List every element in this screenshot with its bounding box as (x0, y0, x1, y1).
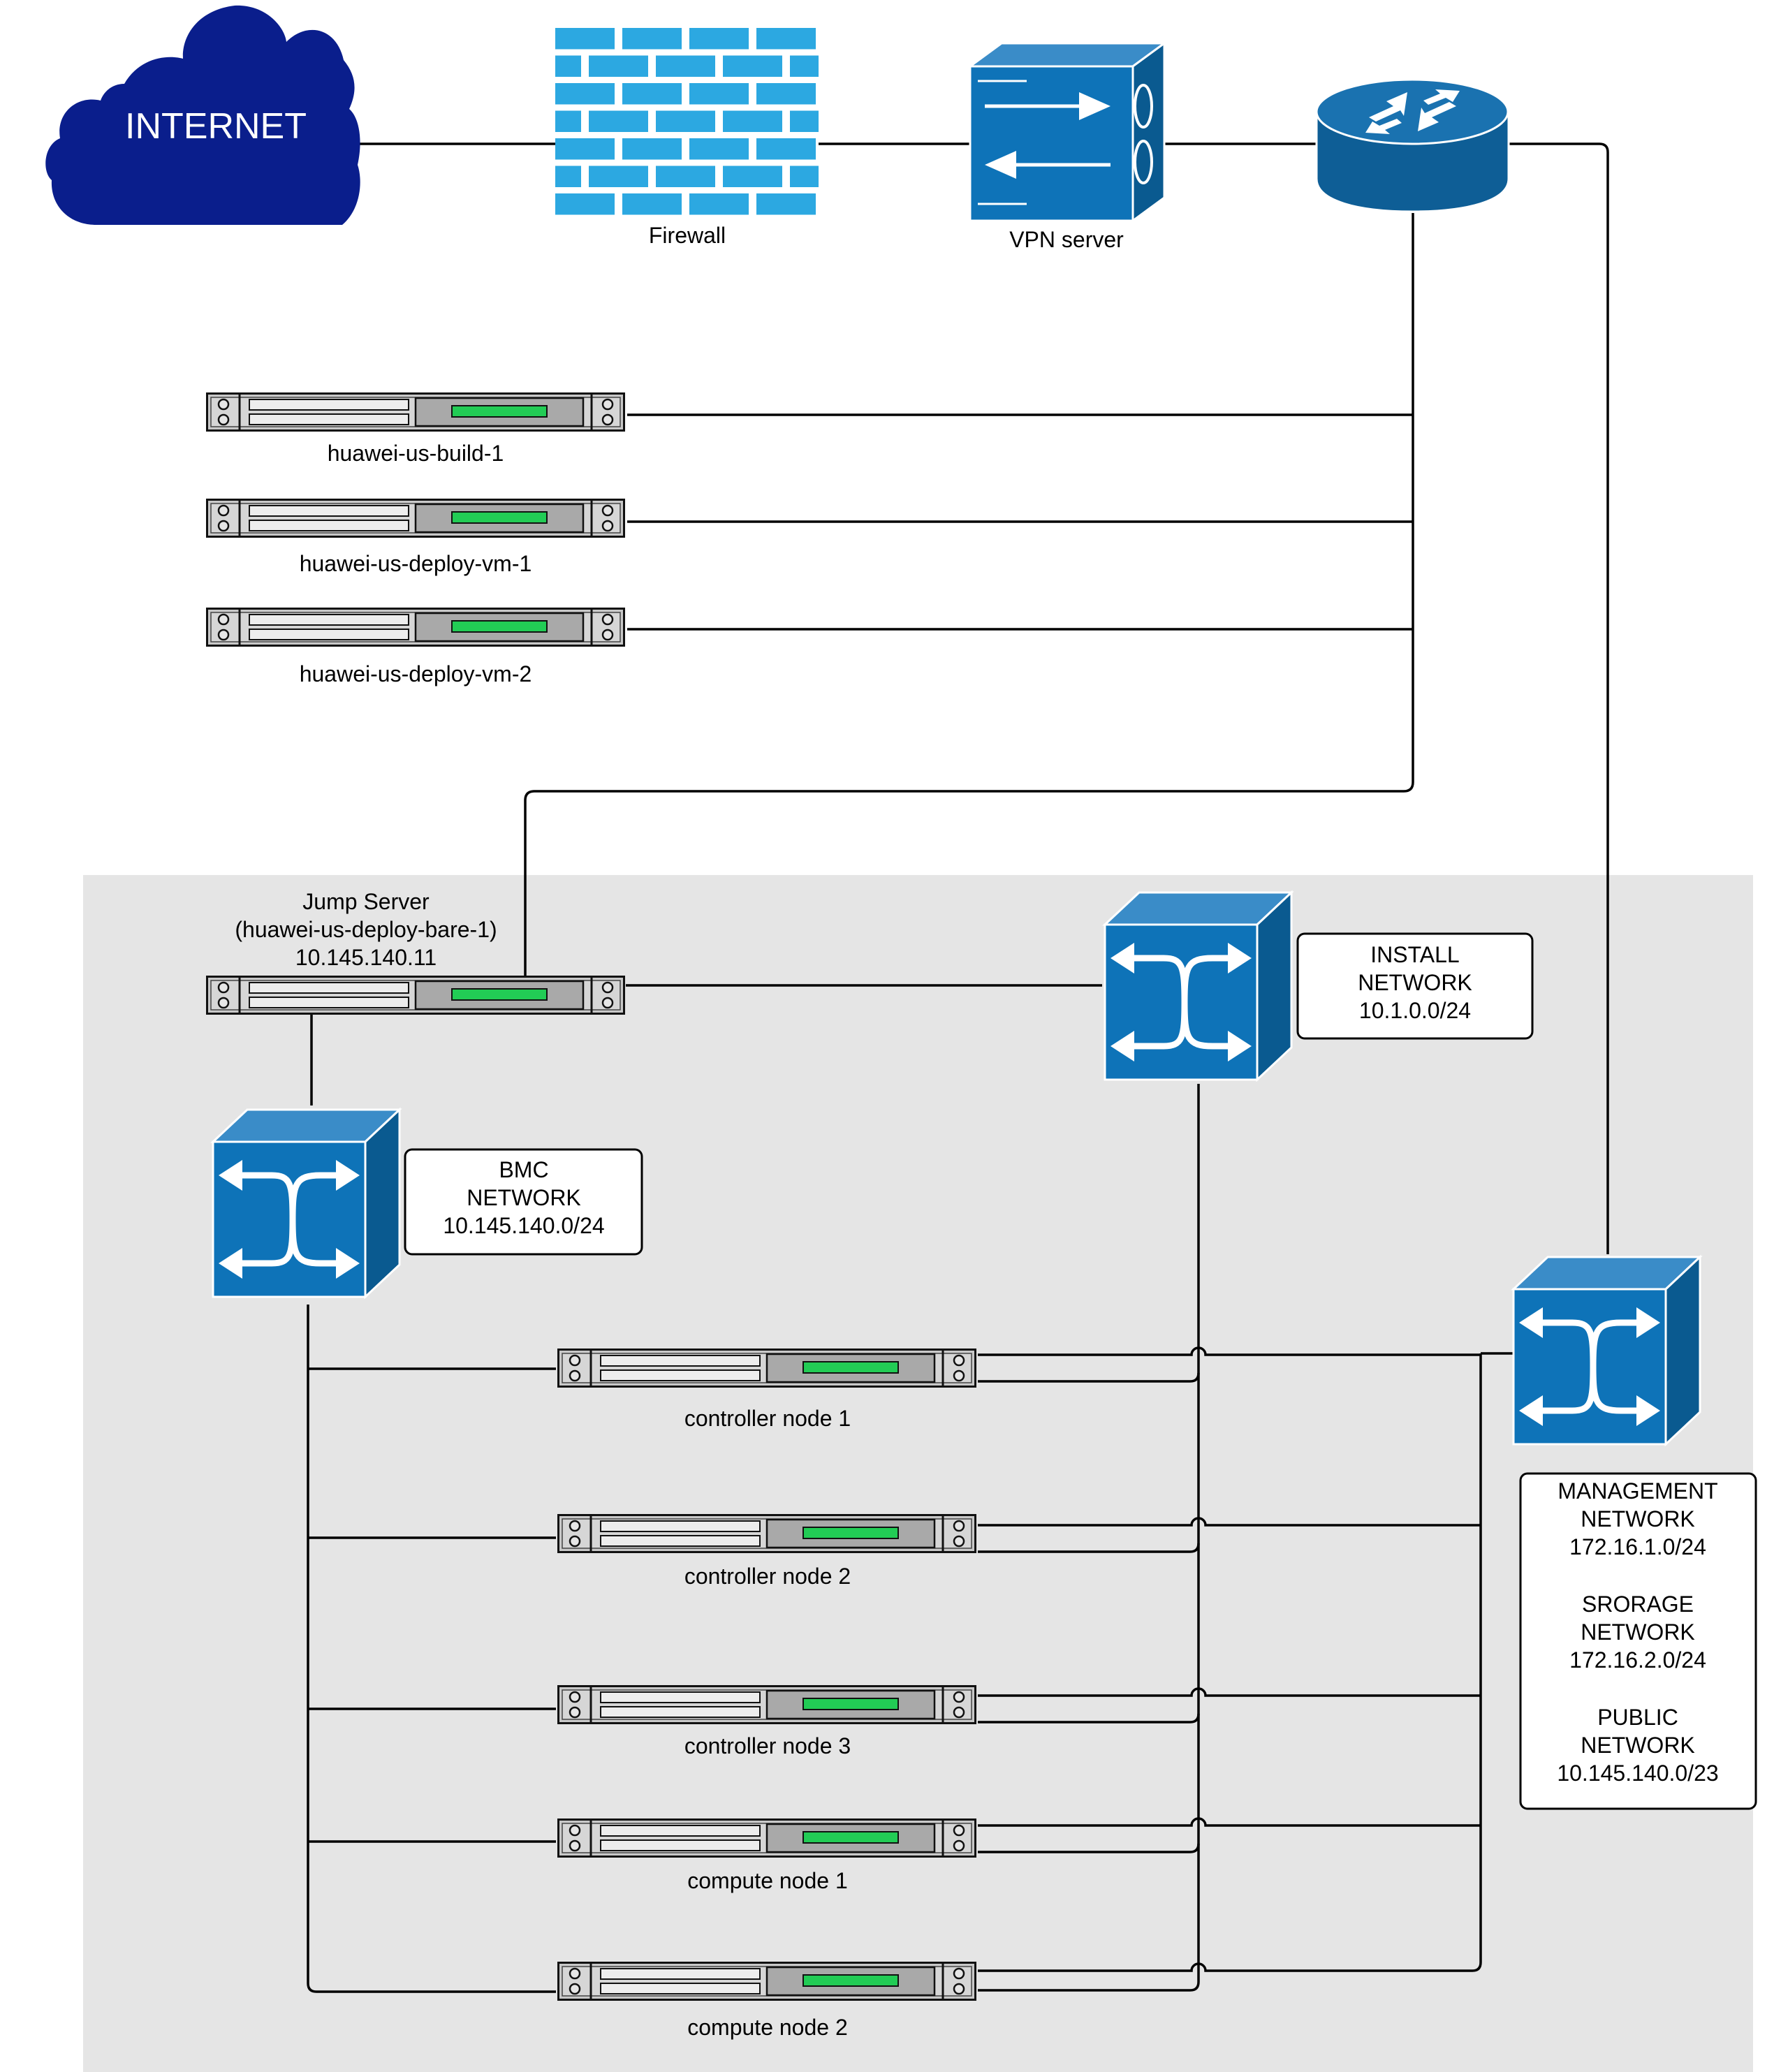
rack-server-icon (557, 1962, 977, 2001)
controller-node-2: controller node 2 (557, 1514, 977, 1589)
storage-network-kind: NETWORK (1581, 1619, 1695, 1645)
rack-server-icon (205, 608, 626, 647)
switch-icon (1105, 892, 1291, 1080)
management-network-kind: NETWORK (1581, 1506, 1695, 1531)
brick (622, 83, 682, 105)
internet-label: INTERNET (125, 106, 307, 147)
cloud-icon (45, 5, 360, 226)
node-label: compute node 2 (687, 2015, 848, 2040)
jump-server: Jump Server (huawei-us-deploy-bare-1) 10… (205, 889, 626, 1015)
install-network-cidr: 10.1.0.0/24 (1359, 998, 1471, 1023)
brick (622, 28, 682, 50)
jump-server-hostname: (huawei-us-deploy-bare-1) (235, 917, 497, 942)
rack-server-icon (205, 976, 626, 1015)
public-network-name: PUBLIC (1597, 1705, 1678, 1730)
brick (790, 55, 819, 77)
brick (756, 193, 816, 215)
rack-server-icon (557, 1514, 977, 1553)
brick (723, 166, 782, 187)
jump-server-title: Jump Server (302, 889, 430, 914)
brick (756, 138, 816, 160)
rack-server-icon (557, 1685, 977, 1724)
install-switch (1105, 892, 1291, 1080)
bmc-network-label-box: BMC NETWORK 10.145.140.0/24 (404, 1148, 643, 1256)
install-network-kind: NETWORK (1358, 970, 1472, 995)
node-label: compute node 1 (687, 1868, 848, 1893)
compute-node-2: compute node 2 (557, 1962, 977, 2040)
brick (555, 83, 615, 105)
jump-server-ip: 10.145.140.11 (295, 945, 437, 970)
brick (555, 110, 581, 132)
brick (656, 166, 715, 187)
brick (622, 193, 682, 215)
brick (723, 110, 782, 132)
firewall-label: Firewall (649, 223, 726, 248)
node-label: controller node 2 (684, 1564, 851, 1589)
install-network-label-box: INSTALL NETWORK 10.1.0.0/24 (1296, 932, 1534, 1040)
router-icon (1315, 78, 1510, 213)
firewall: Firewall (555, 28, 819, 248)
brick (555, 55, 581, 77)
switch-icon (1514, 1257, 1700, 1444)
brick (555, 193, 615, 215)
brick (689, 28, 749, 50)
brick (756, 83, 816, 105)
server-label: huawei-us-deploy-vm-2 (300, 661, 532, 686)
brick (555, 138, 615, 160)
bmc-network-name: BMC (499, 1157, 548, 1182)
wires (307, 142, 1609, 1993)
node-label: controller node 3 (684, 1733, 851, 1758)
brick (656, 110, 715, 132)
vpn-concentrator-icon (967, 41, 1168, 223)
rack-server-icon (557, 1818, 977, 1858)
brick (555, 166, 581, 187)
vpn-server: VPN server (967, 41, 1168, 252)
controller-node-1: controller node 1 (557, 1349, 977, 1431)
rack-server-icon (205, 499, 626, 538)
brick (689, 138, 749, 160)
brick (723, 55, 782, 77)
management-network-cidr: 172.16.1.0/24 (1569, 1534, 1706, 1559)
server-huawei-us-deploy-vm-1: huawei-us-deploy-vm-1 (205, 499, 626, 576)
controller-node-3: controller node 3 (557, 1685, 977, 1758)
storage-network-name: SRORAGE (1582, 1592, 1694, 1617)
server-label: huawei-us-build-1 (328, 441, 504, 466)
brick (555, 28, 615, 50)
brick (689, 83, 749, 105)
public-network-cidr: 10.145.140.0/23 (1557, 1761, 1718, 1786)
server-huawei-us-build-1: huawei-us-build-1 (205, 392, 626, 466)
server-label: huawei-us-deploy-vm-1 (300, 551, 532, 576)
server-huawei-us-deploy-vm-2: huawei-us-deploy-vm-2 (205, 608, 626, 686)
bmc-network-kind: NETWORK (467, 1185, 581, 1210)
brick (589, 166, 648, 187)
bmc-network-cidr: 10.145.140.0/24 (443, 1213, 604, 1238)
management-switch (1514, 1257, 1700, 1444)
storage-network-cidr: 172.16.2.0/24 (1569, 1647, 1706, 1673)
router (1315, 78, 1510, 213)
brick (589, 55, 648, 77)
public-network-kind: NETWORK (1581, 1733, 1695, 1758)
networks-label-box: MANAGEMENT NETWORK 172.16.1.0/24 SRORAGE… (1519, 1472, 1757, 1810)
bmc-switch (213, 1110, 400, 1297)
vpn-label: VPN server (1009, 227, 1124, 252)
switch-icon (213, 1110, 400, 1297)
management-network-name: MANAGEMENT (1558, 1478, 1717, 1504)
brick (656, 55, 715, 77)
compute-node-1: compute node 1 (557, 1818, 977, 1893)
brick (790, 110, 819, 132)
internet-cloud: INTERNET (45, 5, 360, 226)
brick (689, 193, 749, 215)
rack-server-icon (557, 1349, 977, 1388)
datacenter-zone (83, 875, 1753, 2072)
brick (756, 28, 816, 50)
install-network-name: INSTALL (1370, 942, 1459, 967)
brick-wall-icon (555, 28, 819, 215)
brick (622, 138, 682, 160)
rack-server-icon (205, 392, 626, 432)
brick (589, 110, 648, 132)
brick (790, 166, 819, 187)
node-label: controller node 1 (684, 1406, 851, 1431)
